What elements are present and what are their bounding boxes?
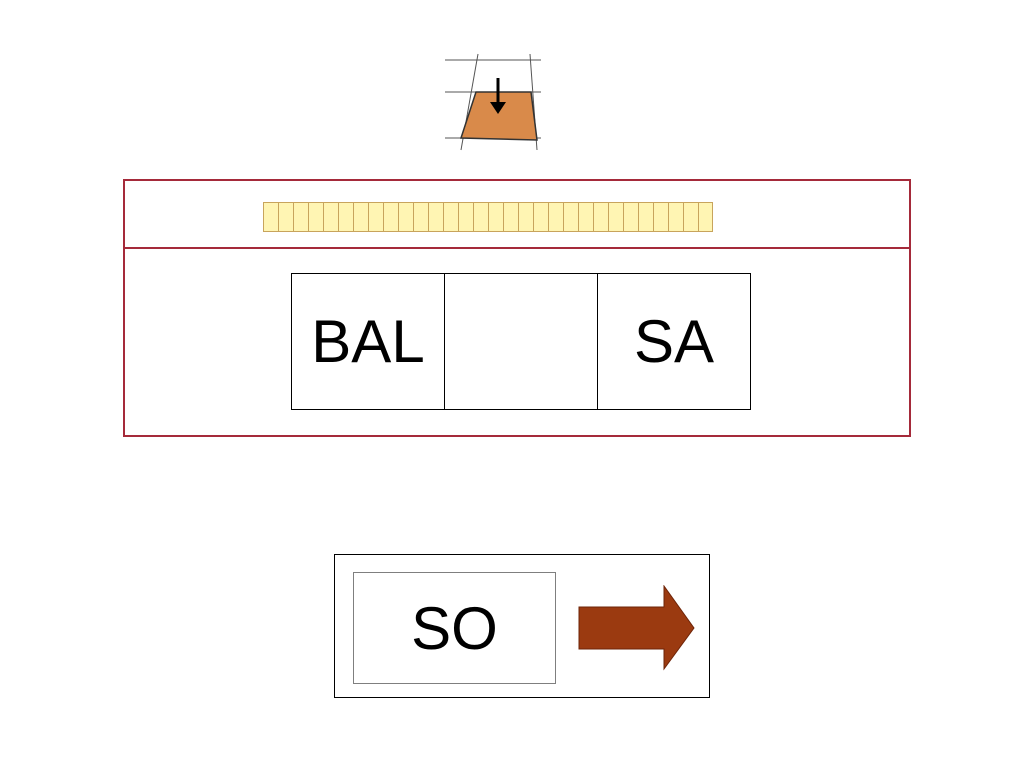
strip-cell [563, 202, 578, 232]
paving-tile-down-arrow-icon [445, 53, 541, 151]
strip-cell [398, 202, 413, 232]
strip-cell [413, 202, 428, 232]
strip-cell [263, 202, 278, 232]
strip-cell [308, 202, 323, 232]
strip-cell [383, 202, 398, 232]
strip-cell [578, 202, 593, 232]
strip-cell [608, 202, 623, 232]
syllable-box-first: BAL [291, 273, 445, 410]
strip-cell [488, 202, 503, 232]
strip-cell [428, 202, 443, 232]
syllable-box-blank[interactable] [444, 273, 598, 410]
syllable-box-last: SA [597, 273, 751, 410]
strip-cell [668, 202, 683, 232]
strip-cell [638, 202, 653, 232]
strip-cell [653, 202, 668, 232]
strip-cell [698, 202, 713, 232]
strip-cell [278, 202, 293, 232]
strip-cell [548, 202, 563, 232]
strip-cell [623, 202, 638, 232]
panel-divider [125, 247, 909, 249]
syllable-row: BAL SA [291, 273, 751, 410]
answer-panel: SO [334, 554, 710, 698]
strip-cell [353, 202, 368, 232]
strip-cell [293, 202, 308, 232]
strip-cell [518, 202, 533, 232]
strip-cell [593, 202, 608, 232]
strip-cell [683, 202, 698, 232]
word-panel: BAL SA [123, 179, 911, 437]
right-arrow-icon[interactable] [578, 585, 696, 671]
letter-slot-strip [263, 202, 713, 232]
strip-cell [443, 202, 458, 232]
strip-cell [323, 202, 338, 232]
strip-cell [503, 202, 518, 232]
strip-cell [473, 202, 488, 232]
strip-cell [458, 202, 473, 232]
strip-cell [338, 202, 353, 232]
answer-option[interactable]: SO [353, 572, 556, 684]
strip-cell [533, 202, 548, 232]
strip-cell [368, 202, 383, 232]
